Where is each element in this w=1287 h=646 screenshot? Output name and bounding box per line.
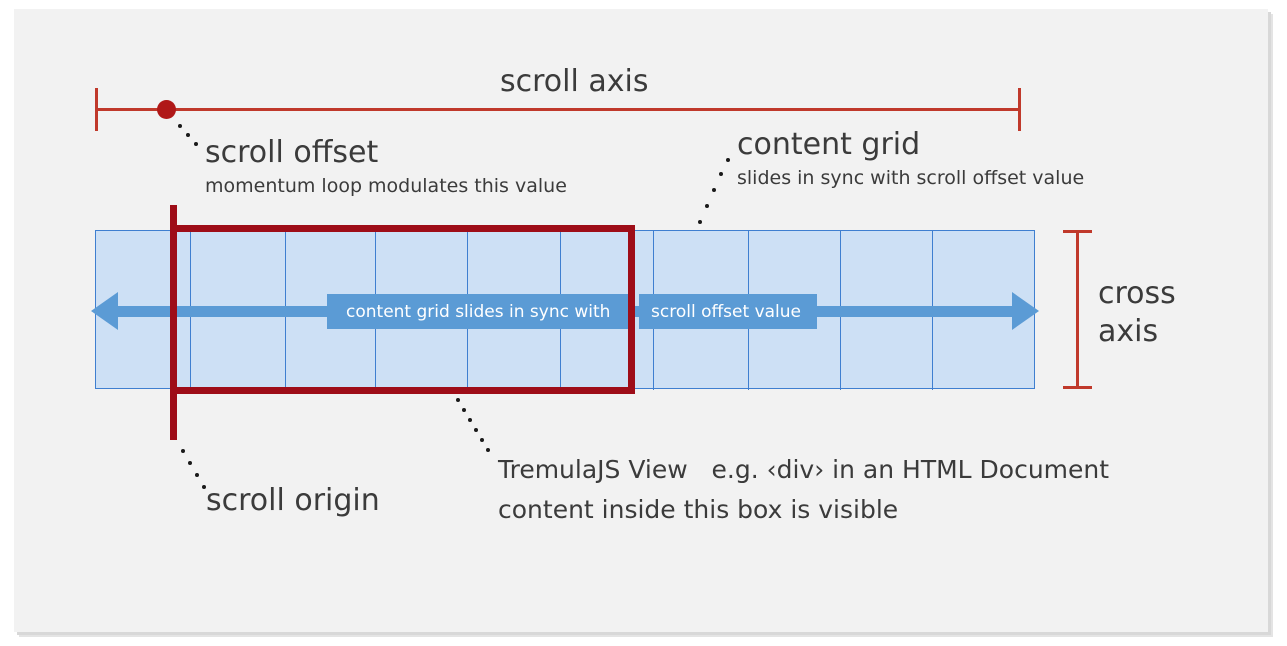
leader-dot [726,158,730,162]
leader-dot [474,428,478,432]
leader-dot [202,485,206,489]
leader-dot [468,418,472,422]
cross-axis-label-line1: cross [1098,276,1176,311]
cross-axis-bottom-cap [1063,386,1092,389]
scroll-axis-label: scroll axis [500,64,649,99]
cross-axis-top-cap [1063,230,1092,233]
banner-right: scroll offset value [639,294,817,329]
scroll-origin-line [170,205,177,440]
viewport-top-edge [170,225,635,232]
scroll-offset-marker [157,100,176,119]
scroll-offset-label: scroll offset [205,135,379,170]
leader-dot [181,449,185,453]
scroll-arrow-right-head [1012,292,1039,330]
leader-dot [719,172,723,176]
leader-dot [480,438,484,442]
leader-dot [712,188,716,192]
cross-axis-line [1076,230,1079,389]
viewport-bottom-edge [170,387,635,394]
scroll-axis-left-cap [95,88,98,131]
viewport-right-edge [628,225,635,394]
leader-dot [486,448,490,452]
leader-dot [698,220,702,224]
scroll-arrow-left-head [91,292,118,330]
content-grid-label: content grid [737,127,921,162]
scroll-offset-sublabel: momentum loop modulates this value [205,175,567,197]
cross-axis-label-line2: axis [1098,314,1159,349]
tremulajs-view-caption-line1: TremulaJS View e.g. ‹div› in an HTML Doc… [498,455,1110,484]
leader-dot [705,204,709,208]
leader-dot [186,133,190,137]
leader-dot [188,461,192,465]
scroll-origin-label: scroll origin [206,483,380,518]
tremulajs-view-caption-line2: content inside this box is visible [498,495,899,524]
content-grid-sublabel: slides in sync with scroll offset value [737,167,1085,189]
leader-dot [194,142,198,146]
leader-dot [456,398,460,402]
leader-dot [178,124,182,128]
leader-dot [195,473,199,477]
banner-left-text: content grid slides in sync with [346,301,611,322]
leader-dot [462,408,466,412]
banner-right-text: scroll offset value [651,301,802,322]
banner-left: content grid slides in sync with [327,294,632,329]
scroll-axis-right-cap [1018,88,1021,131]
scroll-axis-line [95,108,1021,111]
